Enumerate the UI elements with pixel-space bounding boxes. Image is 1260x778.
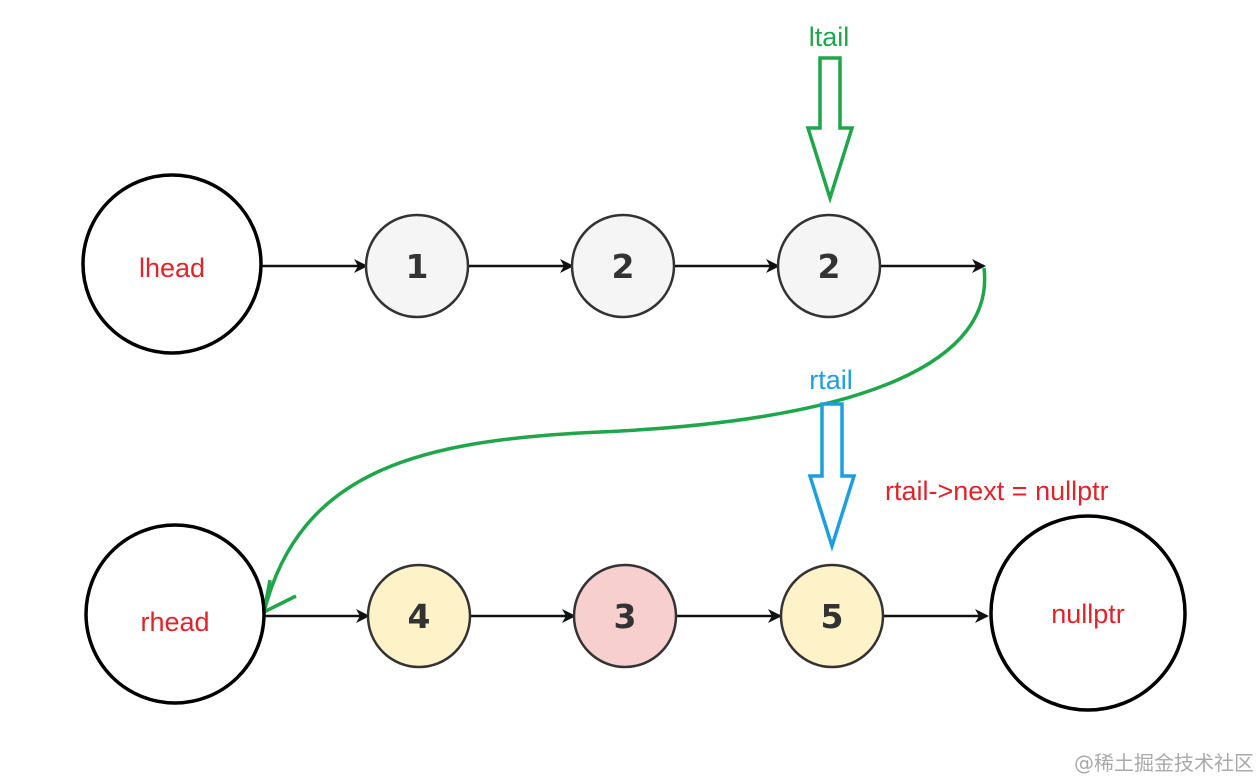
ltail-label: ltail — [809, 22, 850, 52]
bottom-node-3-value: 5 — [821, 597, 844, 636]
rtail-pointer-arrow — [807, 402, 857, 552]
bottom-node-1-value: 4 — [408, 597, 431, 636]
rhead-circle — [84, 523, 266, 705]
top-node-2 — [570, 213, 676, 319]
top-node-1 — [364, 213, 470, 319]
rtail-label: rtail — [809, 365, 853, 395]
bottom-node-2 — [572, 563, 678, 669]
watermark: @稀土掘金技术社区 — [1074, 751, 1254, 775]
nullptr-label: nullptr — [1051, 599, 1125, 629]
nullptr-circle — [989, 514, 1187, 712]
lhead-label: lhead — [139, 253, 205, 283]
reconnect-link-curve — [262, 267, 987, 613]
bottom-node-1 — [366, 563, 472, 669]
top-node-3 — [776, 213, 882, 319]
top-node-1-value: 1 — [406, 247, 429, 286]
bottom-node-2-value: 3 — [614, 597, 637, 636]
top-node-2-value: 2 — [612, 247, 635, 286]
rtail-next-annotation: rtail->next = nullptr — [885, 476, 1109, 506]
top-node-3-value: 2 — [818, 247, 841, 286]
rhead-label: rhead — [140, 607, 209, 637]
ltail-pointer-arrow — [805, 56, 855, 204]
lhead-circle — [81, 173, 263, 355]
bottom-node-3 — [779, 563, 885, 669]
